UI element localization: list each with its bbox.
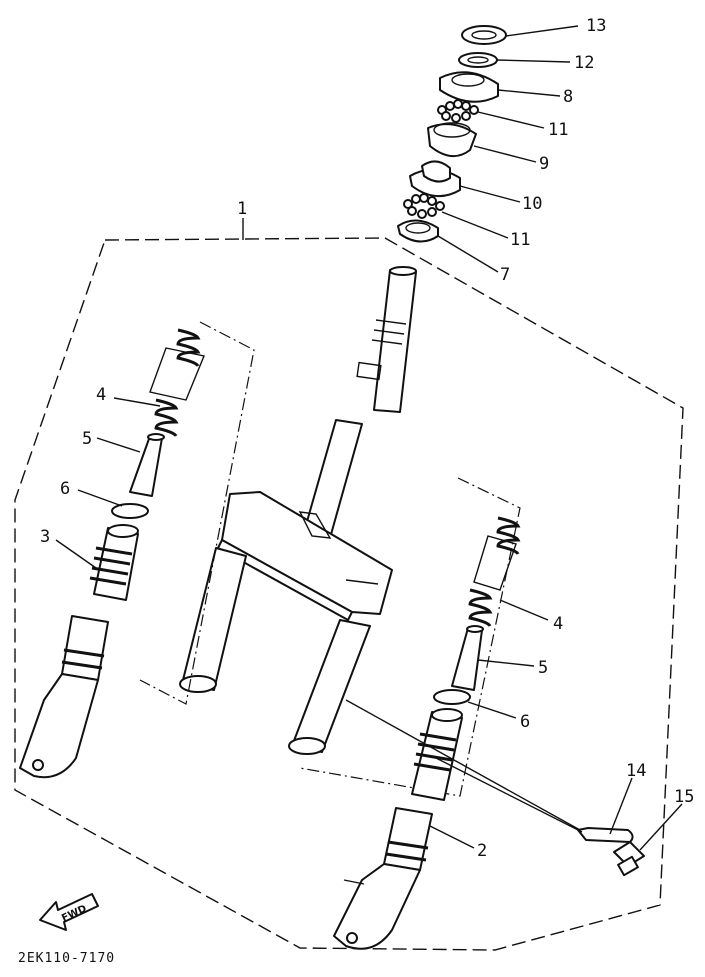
left-damper	[129, 435, 163, 497]
race-8	[439, 71, 499, 103]
under-bracket	[217, 491, 393, 621]
diagram-code: 2EK110-7170	[18, 951, 115, 966]
callout-13: 13	[586, 16, 606, 36]
callout-11-lower: 11	[510, 230, 530, 250]
callout-11-upper: 11	[548, 120, 568, 140]
left-ring	[111, 503, 149, 519]
callout-15: 15	[674, 787, 694, 807]
callout-7: 7	[500, 265, 510, 285]
fwd-arrow-icon: FWD	[39, 893, 99, 931]
callout-10: 10	[522, 194, 542, 214]
callout-3: 3	[40, 527, 50, 547]
ball-bearings-11-upper	[437, 99, 479, 123]
callout-4-left: 4	[96, 385, 106, 405]
right-ring	[433, 689, 471, 705]
callout-1: 1	[237, 199, 247, 219]
steering-stem	[303, 266, 417, 539]
callout-6-right: 6	[520, 712, 530, 732]
left-outer-tube	[19, 524, 139, 779]
right-fork-outline	[299, 477, 521, 797]
callout-9: 9	[539, 154, 549, 174]
bearing-stack	[397, 25, 507, 243]
callout-14: 14	[626, 761, 646, 781]
right-spring	[468, 516, 521, 627]
callout-6-left: 6	[60, 479, 70, 499]
washer-12	[458, 52, 498, 68]
bolt-15	[613, 841, 645, 877]
assembly-boundary	[14, 237, 684, 951]
ring-nut-13	[461, 25, 507, 45]
left-fork-outline	[139, 321, 255, 705]
cup-9	[427, 123, 477, 157]
callout-8: 8	[563, 87, 573, 107]
inner-fork-tubes	[179, 547, 371, 755]
callout-5-right: 5	[538, 658, 548, 678]
callout-2: 2	[477, 841, 487, 861]
right-outer-tube	[333, 708, 463, 950]
ball-bearings-11-lower	[403, 193, 445, 219]
right-damper	[451, 627, 483, 691]
clip-14	[577, 827, 634, 843]
callout-4-right: 4	[553, 614, 563, 634]
callout-5-left: 5	[82, 429, 92, 449]
callout-12: 12	[574, 53, 594, 73]
left-spring	[149, 328, 205, 437]
